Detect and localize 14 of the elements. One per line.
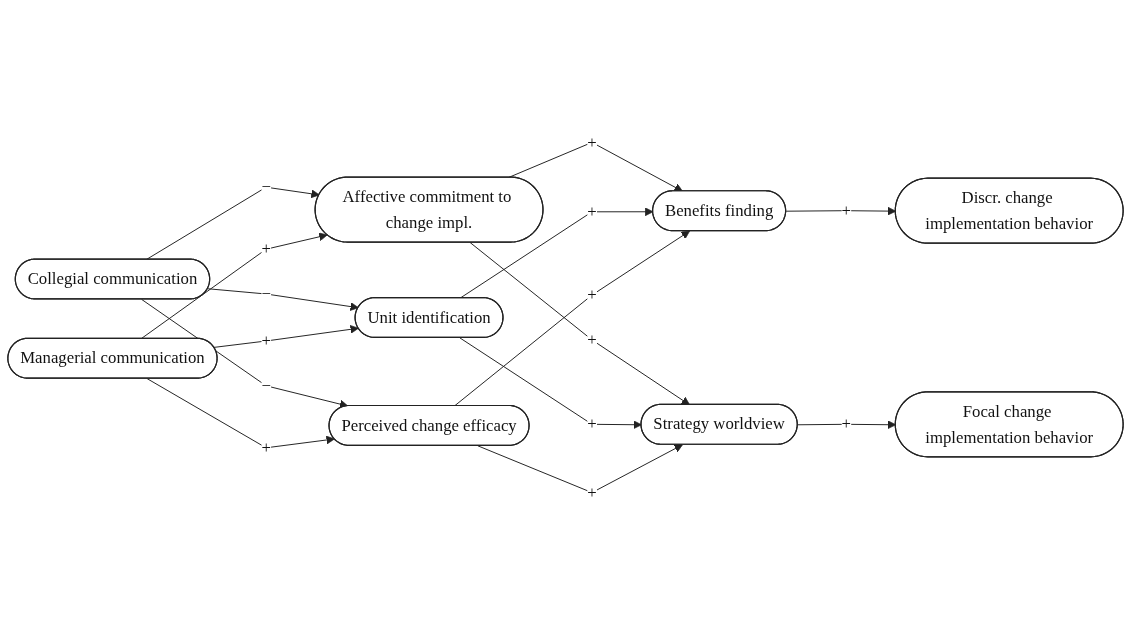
edge-label: + xyxy=(587,202,597,221)
edge-label: + xyxy=(261,239,271,259)
edge-label: + xyxy=(587,414,597,434)
edge-label: + xyxy=(261,331,271,351)
edge-label: − xyxy=(261,177,271,197)
edge-label: + xyxy=(841,414,851,434)
edge-label: + xyxy=(841,201,851,220)
edge-label: + xyxy=(587,132,597,152)
edge-label: − xyxy=(261,376,271,395)
edge-label: − xyxy=(261,284,271,304)
edge-label: + xyxy=(587,285,597,305)
edge-label: + xyxy=(587,330,597,349)
edge-label: + xyxy=(587,483,597,502)
edge-label: + xyxy=(261,438,271,457)
